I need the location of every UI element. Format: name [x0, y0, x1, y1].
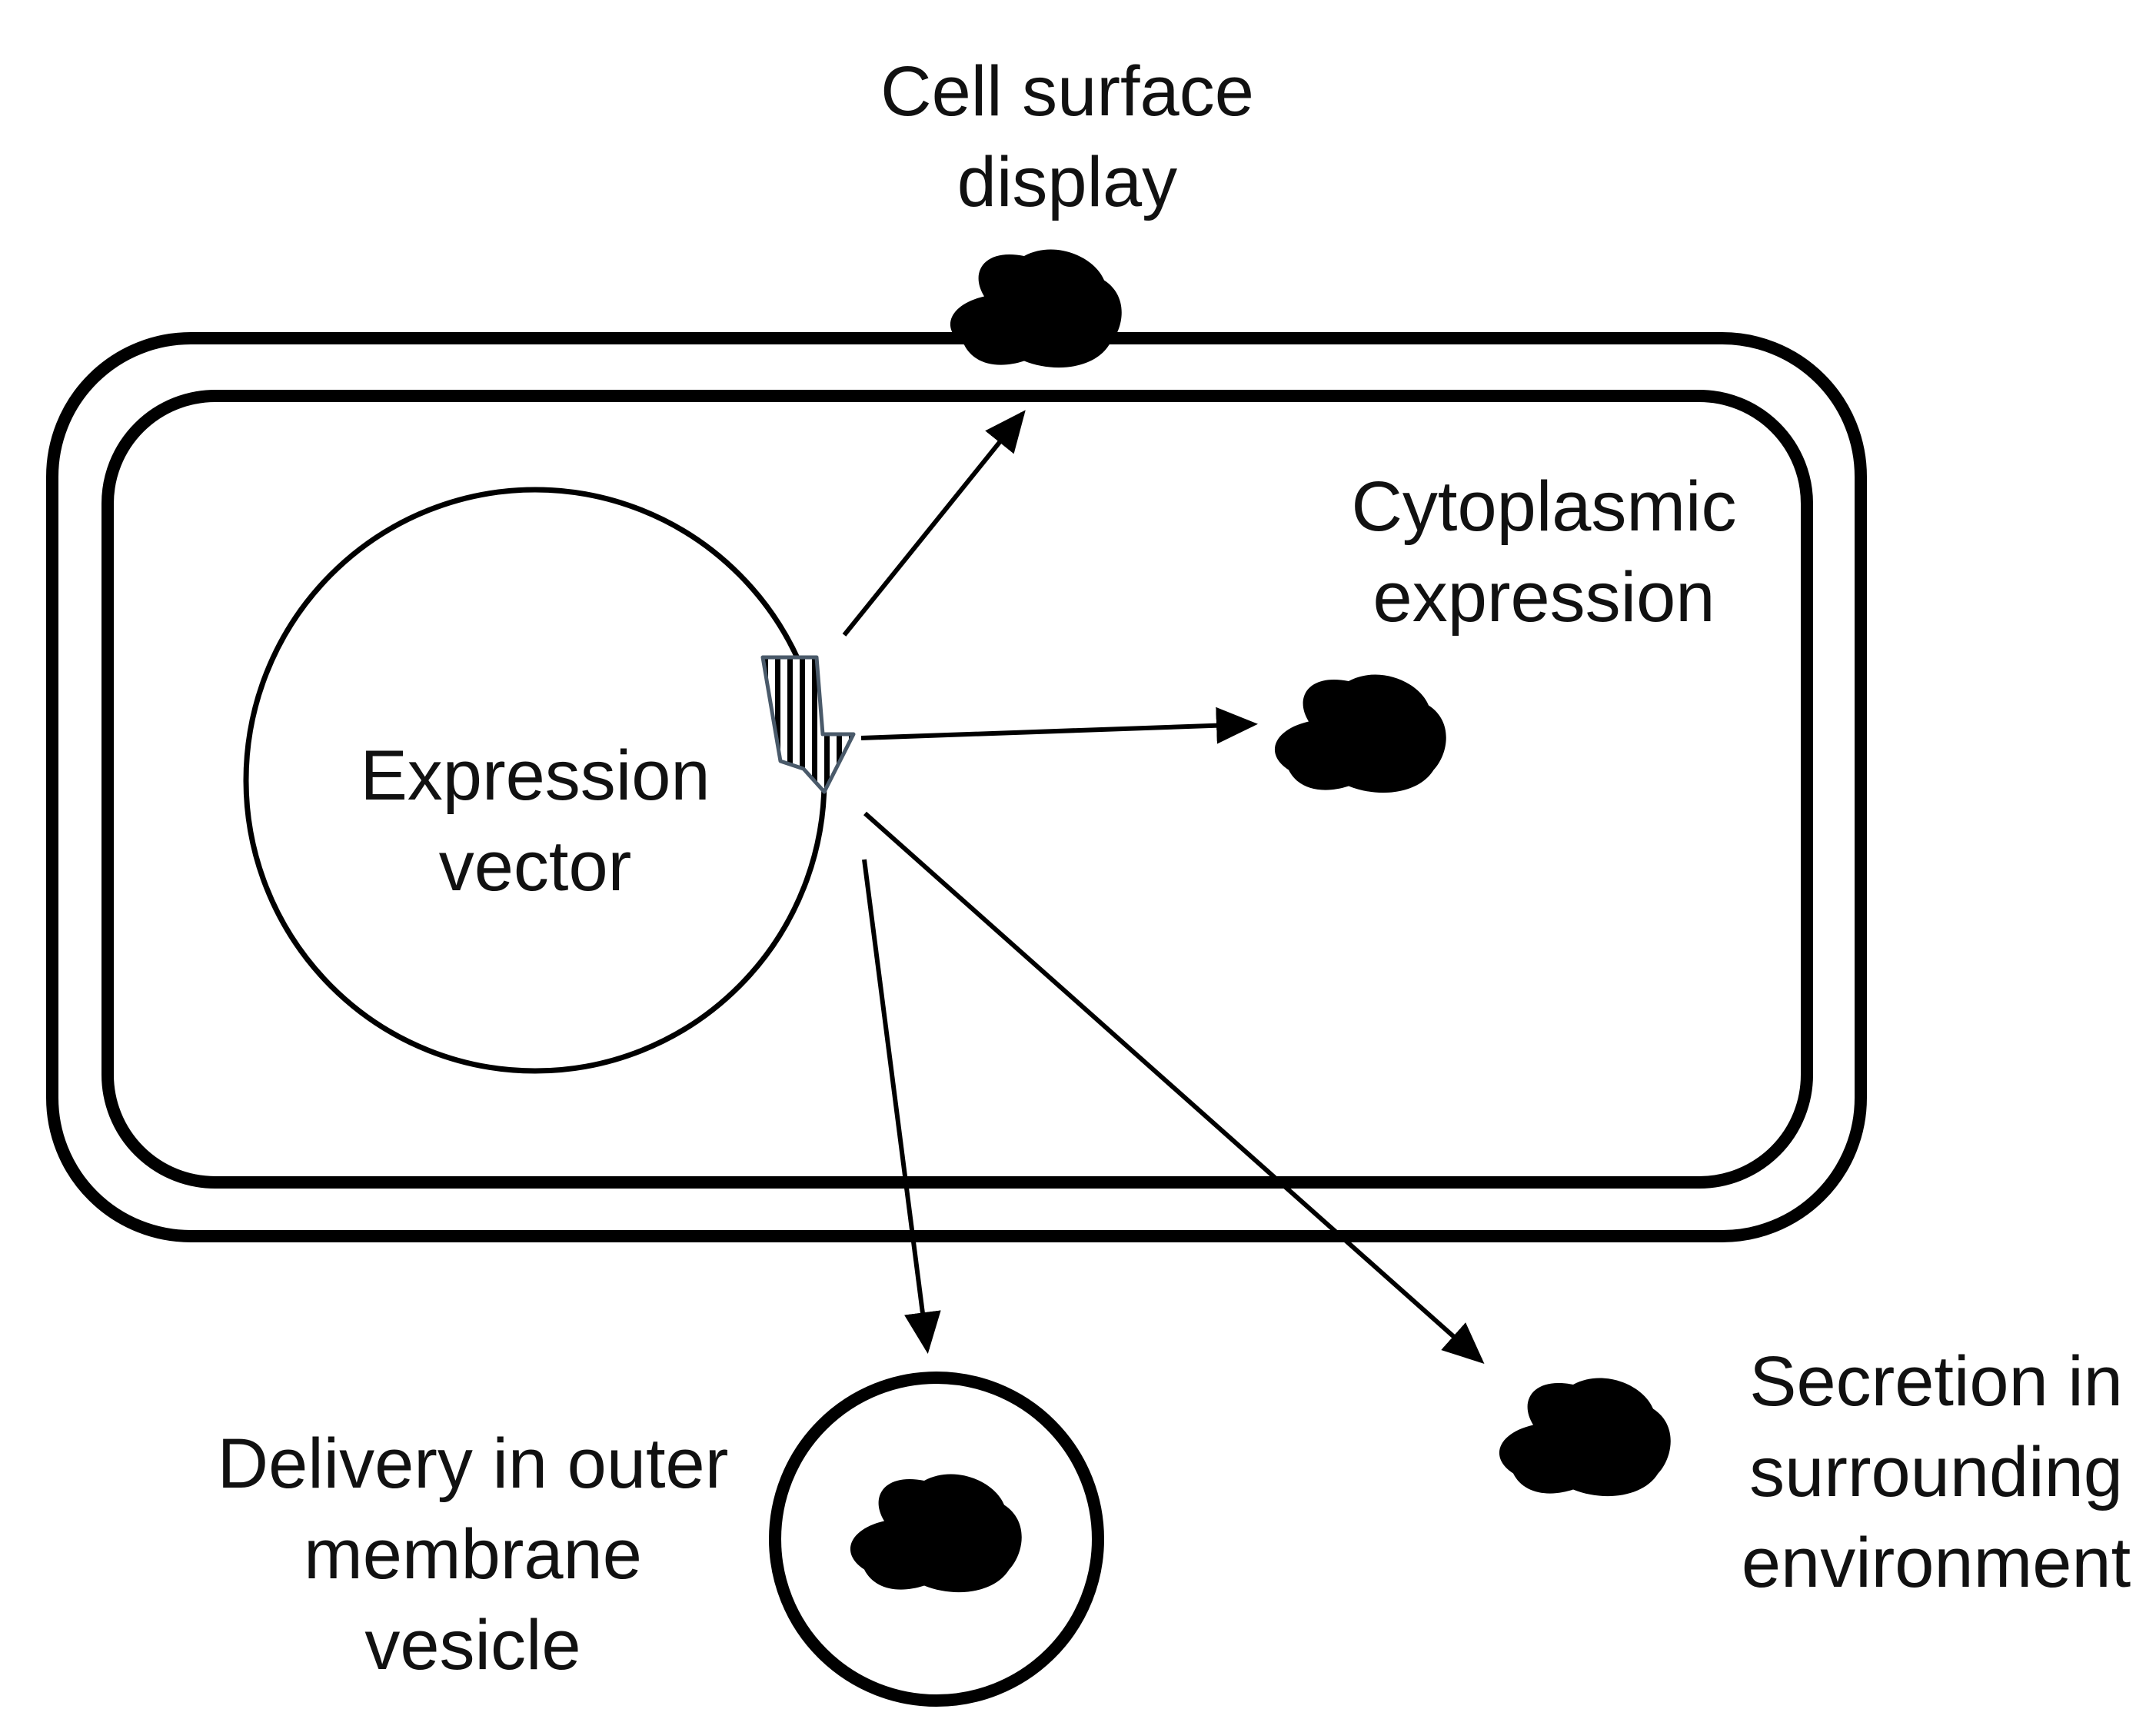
- inner-membrane: [101, 390, 1813, 1189]
- svg-text:Expression: Expression: [360, 736, 710, 815]
- svg-text:Delivery in outer: Delivery in outer: [218, 1425, 729, 1503]
- arrow-to-cell-surface: [842, 410, 1026, 637]
- label-expression-vector: Expression vector: [360, 736, 710, 906]
- svg-text:environment: environment: [1742, 1524, 2131, 1602]
- label-cytoplasmic-expression: Cytoplasmic expression: [1351, 467, 1736, 637]
- label-outer-membrane-vesicle: Delivery in outer membrane vesicle: [218, 1425, 729, 1684]
- arrow-to-secretion: [863, 811, 1485, 1364]
- label-secretion: Secretion in surrounding environment: [1742, 1342, 2131, 1602]
- svg-text:membrane: membrane: [304, 1515, 642, 1594]
- arrow-to-vesicle: [862, 859, 941, 1354]
- svg-text:display: display: [957, 143, 1177, 221]
- protein-icon-vesicle: [850, 1474, 1022, 1593]
- protein-icon-secretion: [1499, 1378, 1671, 1497]
- protein-icon-cell-surface: [950, 249, 1122, 368]
- svg-text:Secretion in: Secretion in: [1749, 1342, 2123, 1421]
- svg-text:expression: expression: [1373, 558, 1715, 637]
- label-cell-surface-display: Cell surface display: [880, 52, 1254, 221]
- svg-text:vesicle: vesicle: [364, 1606, 581, 1684]
- svg-text:Cell surface: Cell surface: [880, 52, 1254, 131]
- protein-icon-cytoplasmic: [1274, 674, 1446, 793]
- svg-text:vector: vector: [439, 827, 632, 906]
- svg-text:surrounding: surrounding: [1749, 1433, 2123, 1511]
- arrow-to-cytoplasm: [860, 707, 1258, 744]
- svg-text:Cytoplasmic: Cytoplasmic: [1351, 467, 1736, 546]
- striped-promoter-arrow-icon: [760, 655, 856, 794]
- outer-membrane-vesicle: [769, 1372, 1104, 1707]
